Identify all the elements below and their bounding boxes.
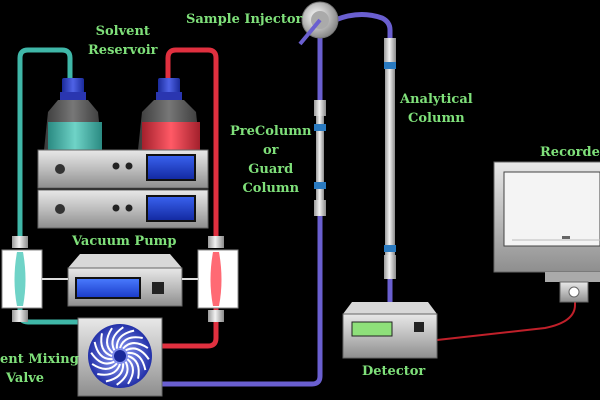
sample-injector-label: Sample Injector [186,12,303,27]
injector-valve-icon [298,1,339,46]
solvent-reservoir-label-line2: Reservoir [88,43,158,58]
precolumn-label-line3: Guard [248,162,294,177]
analytical-column-label: Analytical Column [400,90,473,128]
mixer-blade [122,342,149,350]
mixing-valve-icon [77,317,163,397]
detector-label: Detector [362,364,426,379]
analytical-column-label-line2: Column [408,111,465,126]
solvent-reservoir-label-line1: Solvent [95,24,150,39]
solvent-bottle-right [138,78,200,150]
check-valve-left [1,236,43,322]
solvent-bottle-left [44,78,102,150]
mixer-blade [116,361,129,386]
solvent-delivery-unit [37,149,209,229]
precolumn-label-line2: or [262,143,279,158]
mixing-valve-label-line1: ent Mixing [0,352,79,367]
mixer-blade [125,347,150,360]
mixer-blade [127,351,147,371]
recorder-label: Recorder [540,145,600,160]
precolumn-label-line1: PreColumn [230,124,312,139]
mixer-blade [100,333,113,357]
analytical-column-icon [384,38,396,279]
pump-icon [42,254,198,307]
mixer-blade [97,363,121,376]
mixer-blade [105,363,125,383]
mixing-valve-label: ent Mixing Valve [0,350,79,388]
mixer-blade [119,336,143,349]
vacuum-pump-label: Vacuum Pump [72,234,177,249]
mixer-blade [111,326,124,351]
precolumn-label-line4: Column [242,181,300,196]
monitor-icon [493,161,600,303]
mixer-blade [90,352,115,365]
mixer-blade [126,358,134,385]
detector-icon [342,302,438,359]
analytical-column-label-line1: Analytical [400,92,473,107]
mixer-blade [115,329,135,349]
mixing-valve-label-line2: Valve [6,371,45,386]
precolumn-label: PreColumn or Guard Column [230,122,312,198]
solvent-reservoir-label: Solvent Reservoir [88,22,158,60]
mixer-blade [93,341,113,361]
precolumn-icon [314,100,326,216]
mixer-blade [106,327,114,354]
mixer-blade [127,355,140,379]
mixer-blade [91,362,118,370]
check-valve-right [197,236,239,322]
